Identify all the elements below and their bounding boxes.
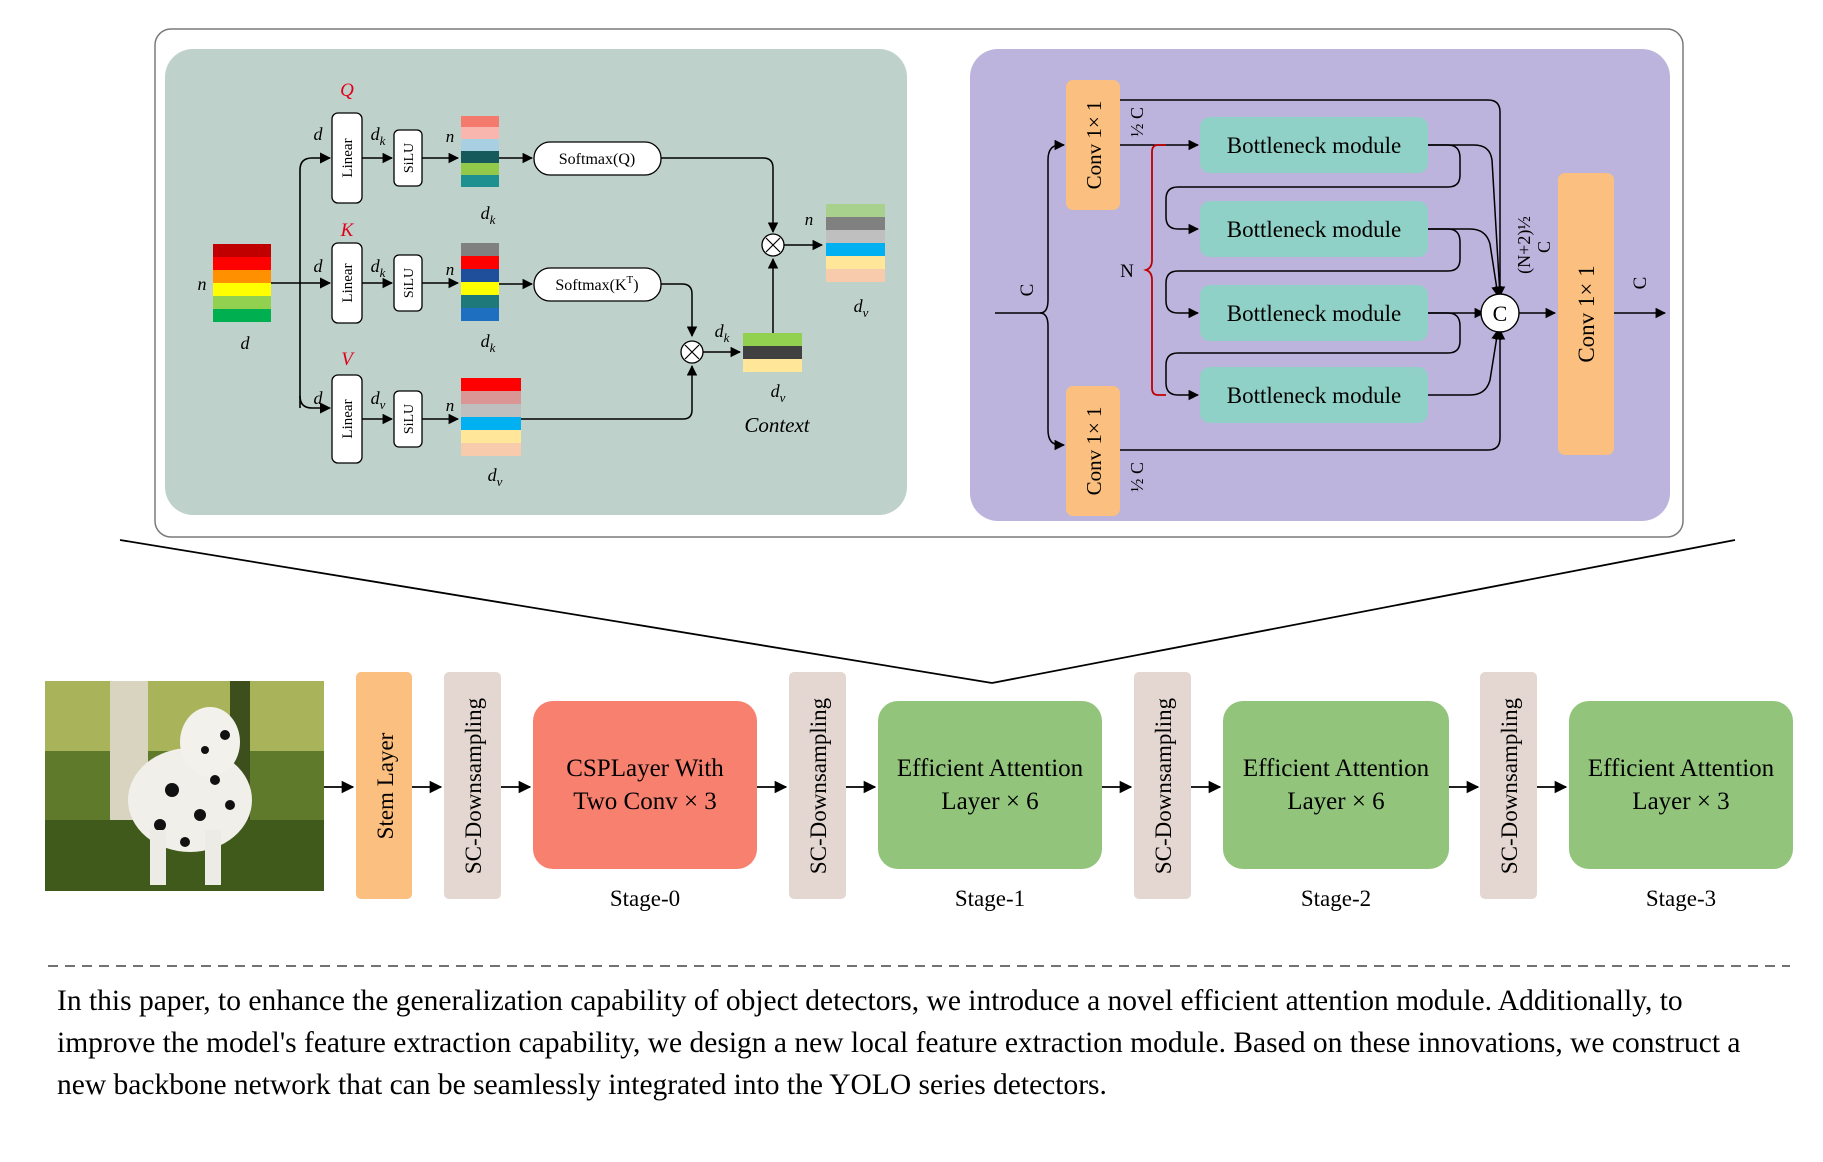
downsampling-4 bbox=[1480, 672, 1537, 899]
input-tensor bbox=[213, 244, 271, 322]
zoom-line-left bbox=[119, 539, 993, 684]
n-label: N bbox=[1120, 261, 1134, 282]
q-n-label: n bbox=[446, 127, 455, 146]
softmax-q-label: Softmax(Q) bbox=[559, 151, 635, 168]
stage-2-line2: Layer × 6 bbox=[1287, 788, 1384, 815]
stage-2-label: Stage-2 bbox=[1301, 886, 1371, 911]
output-c-label: C bbox=[1630, 277, 1651, 290]
bottleneck-2 bbox=[1200, 201, 1428, 257]
stem-layer bbox=[356, 672, 412, 899]
input-n-label: n bbox=[198, 274, 207, 294]
stage-3-line2: Layer × 3 bbox=[1632, 788, 1729, 815]
v-linear-label: Linear bbox=[340, 399, 356, 438]
q-tensor bbox=[461, 116, 499, 187]
stage-1-line2: Layer × 6 bbox=[941, 788, 1038, 815]
v-silu-label: SiLU bbox=[402, 404, 417, 434]
stage-1-line1: Efficient Attention bbox=[897, 755, 1084, 782]
output-dv-label: dv bbox=[854, 296, 869, 320]
zoom-line-right bbox=[991, 539, 1736, 684]
conv-top-halfc: ½ C bbox=[1127, 107, 1147, 137]
bottleneck-4 bbox=[1200, 367, 1428, 423]
k-label: K bbox=[340, 220, 355, 241]
conv-bottom-halfc: ½ C bbox=[1127, 462, 1147, 492]
conv-bottom-box bbox=[1066, 386, 1120, 516]
output-tensor bbox=[826, 204, 885, 282]
q-label: Q bbox=[340, 80, 354, 101]
downsampling-4-label: SC-Downsampling bbox=[1497, 697, 1522, 874]
downsampling-3 bbox=[1134, 672, 1191, 899]
stage-3-line1: Efficient Attention bbox=[1588, 755, 1775, 782]
output-n-label: n bbox=[805, 210, 814, 229]
k-dk-label: dk bbox=[371, 256, 386, 280]
stage-3-label: Stage-3 bbox=[1646, 886, 1716, 911]
context-label: Context bbox=[744, 413, 810, 437]
k-linear-label: Linear bbox=[340, 263, 356, 302]
stage-1-block bbox=[878, 701, 1102, 869]
stage-0-label: Stage-0 bbox=[610, 886, 680, 911]
q-dk-label: dk bbox=[371, 124, 386, 148]
conv-bottom-label: Conv 1× 1 bbox=[1082, 407, 1106, 496]
efficient-attention-panel: n d Q K V d d d Linear Linear Linear dk … bbox=[165, 49, 907, 515]
bottleneck-2-label: Bottleneck module bbox=[1227, 217, 1401, 242]
concat-label: C bbox=[1493, 301, 1508, 326]
softmax-k-label: Softmax(KT) bbox=[555, 274, 638, 294]
stage-0-line1: CSPLayer With bbox=[566, 755, 724, 782]
context-dv-label: dv bbox=[771, 381, 786, 405]
downsampling-1 bbox=[444, 672, 501, 899]
n2-c-label: C bbox=[1534, 241, 1554, 253]
bottleneck-3 bbox=[1200, 285, 1428, 341]
k-tensor bbox=[461, 243, 499, 321]
stage-0-block bbox=[533, 701, 757, 869]
n-bracket bbox=[1143, 144, 1166, 396]
bottleneck-4-label: Bottleneck module bbox=[1227, 383, 1401, 408]
downsampling-2 bbox=[789, 672, 846, 899]
stage-0-line2: Two Conv × 3 bbox=[573, 788, 717, 815]
stage-2-line1: Efficient Attention bbox=[1243, 755, 1430, 782]
context-dk-label: dk bbox=[715, 321, 730, 345]
q-silu-label: SiLU bbox=[402, 143, 417, 173]
context-tensor bbox=[743, 333, 802, 372]
downsampling-3-label: SC-Downsampling bbox=[1151, 697, 1176, 874]
k-tensor-dk: dk bbox=[481, 331, 496, 355]
backbone-row: Stem Layer SC-Downsampling SC-Downsampli… bbox=[45, 672, 1793, 911]
stage-1-label: Stage-1 bbox=[955, 886, 1025, 911]
input-image-dalmatian bbox=[45, 681, 324, 891]
k-d-label: d bbox=[314, 256, 324, 276]
v-tensor bbox=[461, 378, 521, 456]
n2-half-label: (N+2)½ bbox=[1514, 216, 1535, 274]
csp-module-panel: C Conv 1× 1 ½ C Conv 1× 1 ½ C Bottleneck… bbox=[970, 49, 1670, 521]
v-n-label: n bbox=[446, 396, 455, 415]
downsampling-1-label: SC-Downsampling bbox=[461, 697, 486, 874]
bottleneck-1-label: Bottleneck module bbox=[1227, 133, 1401, 158]
conv-top-box bbox=[1066, 80, 1120, 210]
stage-2-block bbox=[1223, 701, 1449, 869]
v-label: V bbox=[341, 349, 355, 370]
q-linear-label: Linear bbox=[340, 138, 356, 177]
k-n-label: n bbox=[446, 260, 455, 279]
q-tensor-dk: dk bbox=[481, 203, 496, 227]
v-d-label: d bbox=[314, 388, 324, 408]
k-silu-label: SiLU bbox=[402, 268, 417, 298]
v-tensor-dv: dv bbox=[488, 465, 503, 489]
bottleneck-3-label: Bottleneck module bbox=[1227, 301, 1401, 326]
q-d-label: d bbox=[314, 124, 324, 144]
conv-right-label: Conv 1× 1 bbox=[1574, 265, 1599, 362]
v-dv-label: dv bbox=[371, 388, 386, 412]
input-d-label: d bbox=[241, 333, 251, 353]
conv-right-box bbox=[1558, 173, 1614, 455]
conv-top-label: Conv 1× 1 bbox=[1082, 101, 1106, 190]
bottleneck-1 bbox=[1200, 117, 1428, 173]
input-c-label: C bbox=[1017, 284, 1038, 297]
stem-layer-label: Stem Layer bbox=[373, 732, 398, 839]
downsampling-2-label: SC-Downsampling bbox=[806, 697, 831, 874]
stage-3-block bbox=[1569, 701, 1793, 869]
caption-text: In this paper, to enhance the generaliza… bbox=[57, 985, 1741, 1101]
